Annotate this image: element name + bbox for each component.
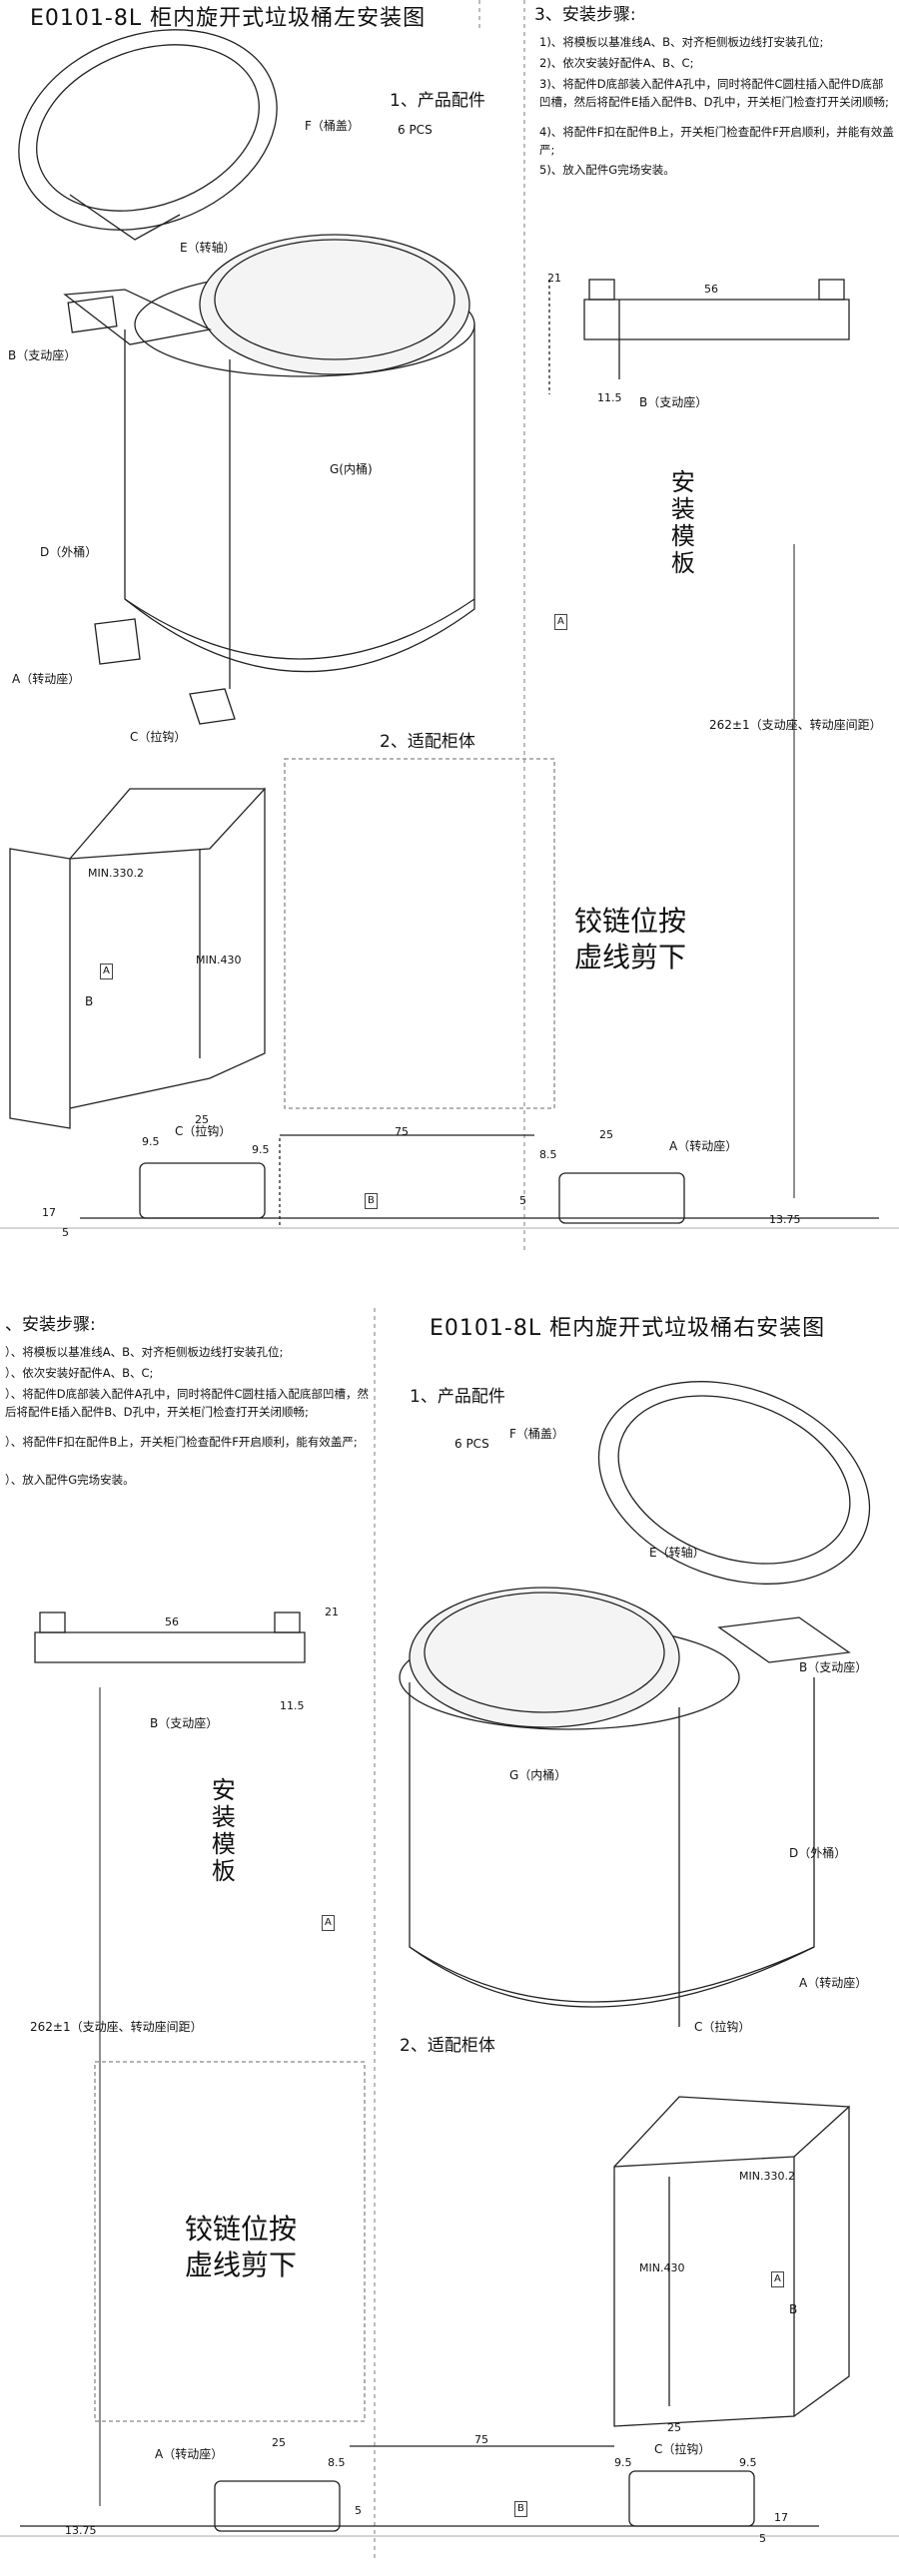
right-pcs: 6 PCS — [454, 1437, 489, 1451]
left-step-1: 1)、将模板以基准线A、B、对齐柜侧板边线打安装孔位; — [539, 35, 824, 49]
left-step-2: 2)、依次安装好配件A、B、C; — [539, 56, 694, 70]
right-marker-B: B — [514, 2501, 527, 2517]
left-sheet-drawing — [0, 0, 899, 1253]
right-label-A: A（转动座） — [799, 1976, 868, 1990]
left-title: E0101-8L 柜内旋开式垃圾桶左安装图 — [30, 6, 427, 31]
left-dim-5b: 5 — [519, 1194, 526, 1207]
left-spacing: 262±1（支动座、转动座间距） — [709, 718, 882, 732]
right-step-3: ）、将配件D底部装入配件A孔中，同时将配件C圆柱插入配底部凹槽，然后将配件E插入… — [5, 1387, 369, 1419]
left-cab-A: A — [100, 964, 113, 979]
right-section-cabinet: 2、适配柜体 — [400, 2036, 495, 2056]
left-section-steps: 3、安装步骤: — [534, 5, 636, 25]
right-label-C: C（拉钩） — [694, 2020, 751, 2034]
left-bottom-A: A（转动座） — [669, 1139, 738, 1153]
right-dim-8-5: 8.5 — [328, 2456, 346, 2469]
left-dim-11-5: 11.5 — [597, 391, 622, 404]
right-dim-25a: 25 — [272, 2436, 286, 2449]
left-template-B: B（支动座） — [639, 395, 708, 409]
right-sheet-drawing — [0, 1308, 899, 2561]
right-bottom-C: C（拉钩） — [654, 2442, 711, 2456]
right-dim-11-5: 11.5 — [280, 1699, 305, 1712]
left-section-cabinet: 2、适配柜体 — [380, 732, 475, 752]
right-dim-9-5b: 9.5 — [739, 2456, 757, 2469]
left-label-E: E（转轴） — [180, 241, 236, 255]
right-step-4: ）、将配件F扣在配件B上，开关柜门检查配件F开启顺利，能有效盖严; — [5, 1435, 358, 1449]
right-label-B: B（支动座） — [799, 1660, 868, 1674]
left-dim-8-5: 8.5 — [539, 1148, 557, 1161]
right-cut-text: 铰链位按 虚线剪下 — [185, 2213, 298, 2282]
right-dim-min330: MIN.330.2 — [739, 2170, 795, 2183]
right-dim-5a: 5 — [759, 2532, 766, 2545]
left-cut-text: 铰链位按 虚线剪下 — [574, 905, 687, 974]
left-dim-5a: 5 — [62, 1226, 69, 1239]
right-label-G: G（内桶） — [509, 1768, 567, 1782]
right-dim-56: 56 — [165, 1615, 179, 1628]
left-label-D: D（外桶） — [40, 545, 98, 559]
right-step-1: ）、将模板以基准线A、B、对齐柜侧板边线打安装孔位; — [5, 1345, 284, 1359]
left-marker-A: A — [554, 614, 567, 630]
right-template-title: 安装模板 — [207, 1777, 236, 1885]
right-label-F: F（桶盖） — [509, 1427, 564, 1441]
right-marker-A: A — [322, 1915, 335, 1931]
right-dim-17: 17 — [774, 2511, 788, 2524]
left-step-4: 4)、将配件F扣在配件B上，开关柜门检查配件F开启顺利，并能有效盖严; — [539, 125, 894, 157]
left-installation-sheet: E0101-8L 柜内旋开式垃圾桶左安装图 1、产品配件 6 PCS 3、安装步… — [0, 0, 899, 1253]
left-bottom-C: C（拉钩） — [175, 1124, 232, 1138]
right-label-E: E（转轴） — [649, 1546, 705, 1560]
left-step-5: 5)、放入配件G完场安装。 — [539, 163, 675, 177]
right-step-5: ）、放入配件G完场安装。 — [5, 1473, 135, 1487]
right-cab-A: A — [771, 2271, 784, 2287]
right-template-B: B（支动座） — [150, 1716, 219, 1730]
left-step-3: 3)、将配件D底部装入配件A孔中，同时将配件C圆柱插入配件D底部凹槽，然后将配件… — [539, 77, 889, 109]
left-dim-min330: MIN.330.2 — [88, 867, 144, 880]
right-dim-75: 75 — [474, 2433, 488, 2446]
left-label-F: F（桶盖） — [305, 119, 360, 133]
left-dim-56: 56 — [704, 283, 718, 296]
left-cab-B: B — [85, 994, 94, 1008]
right-section-steps: 、安装步骤: — [5, 1315, 96, 1335]
left-label-A: A（转动座） — [12, 672, 81, 686]
left-dim-75: 75 — [395, 1125, 409, 1138]
right-spacing: 262±1（支动座、转动座间距） — [30, 2020, 203, 2034]
right-step-2: ）、依次安装好配件A、B、C; — [5, 1366, 154, 1380]
right-dim-min430: MIN.430 — [639, 2261, 685, 2274]
right-label-D: D（外桶） — [789, 1846, 847, 1860]
right-dim-5b: 5 — [355, 2504, 362, 2517]
right-bottom-A: A（转动座） — [155, 2447, 224, 2461]
left-label-C: C（拉钩） — [130, 730, 187, 744]
right-installation-sheet: E0101-8L 柜内旋开式垃圾桶右安装图 、安装步骤: ）、将模板以基准线A、… — [0, 1308, 899, 2561]
left-dim-9-5b: 9.5 — [252, 1143, 270, 1156]
right-dim-9-5a: 9.5 — [614, 2456, 632, 2469]
right-dim-25b: 25 — [667, 2421, 681, 2434]
left-label-B: B（支动座） — [8, 348, 77, 362]
right-title: E0101-8L 柜内旋开式垃圾桶右安装图 — [430, 1316, 826, 1341]
left-marker-B: B — [365, 1193, 378, 1209]
left-dim-13-75: 13.75 — [769, 1213, 801, 1226]
right-cab-B: B — [789, 2302, 798, 2316]
left-dim-min430: MIN.430 — [196, 954, 242, 966]
left-label-G: G(内桶) — [330, 462, 373, 476]
left-dim-9-5a: 9.5 — [142, 1135, 160, 1148]
left-dim-21: 21 — [547, 272, 561, 285]
right-dim-21: 21 — [325, 1606, 339, 1618]
right-section-parts: 1、产品配件 — [410, 1387, 505, 1407]
left-dim-17: 17 — [42, 1206, 56, 1219]
right-dim-13-75: 13.75 — [65, 2524, 97, 2537]
left-template-title: 安装模板 — [666, 469, 695, 577]
left-pcs: 6 PCS — [398, 123, 433, 137]
left-dim-25a: 25 — [195, 1113, 209, 1126]
left-section-parts: 1、产品配件 — [390, 91, 485, 111]
left-dim-25b: 25 — [599, 1128, 613, 1141]
